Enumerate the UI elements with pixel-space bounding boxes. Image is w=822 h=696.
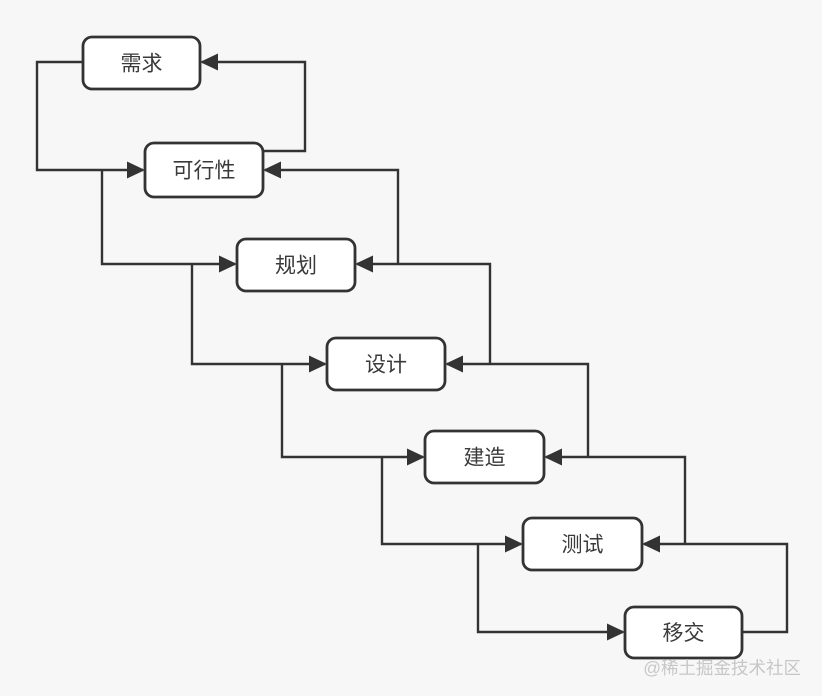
- node-planning-box: [235, 237, 357, 293]
- node-requirements: 需求: [81, 35, 202, 91]
- node-feasibility: 可行性: [143, 141, 265, 199]
- node-feasibility-label: 可行性: [173, 160, 236, 183]
- node-construction-box: [423, 429, 546, 485]
- edge-handover-back-to-testing: [642, 535, 789, 634]
- node-design: 设计: [325, 336, 447, 392]
- edge-design-to-construction: [280, 364, 425, 466]
- edge-requirements-to-feasibility: [35, 60, 145, 179]
- edge-testing-back-to-construction: [544, 448, 687, 544]
- node-requirements-label: 需求: [121, 53, 163, 76]
- node-handover-label: 移交: [663, 622, 705, 645]
- edge-testing-to-handover: [476, 544, 625, 641]
- node-planning: 规划: [235, 237, 357, 293]
- watermark: @稀土掘金技术社区: [643, 658, 801, 678]
- edge-planning-to-design: [190, 264, 327, 373]
- edge-feasibility-back-to-requirements: [200, 53, 307, 153]
- node-construction-label: 建造: [464, 447, 506, 470]
- node-planning-label: 规划: [275, 255, 317, 278]
- node-testing: 测试: [521, 516, 644, 572]
- node-testing-label: 测试: [562, 534, 604, 557]
- node-construction: 建造: [423, 429, 546, 485]
- node-design-box: [325, 336, 447, 392]
- node-feasibility-box: [143, 141, 265, 199]
- node-testing-box: [521, 516, 644, 572]
- node-handover: 移交: [623, 605, 744, 660]
- node-requirements-box: [81, 35, 202, 91]
- edge-planning-back-to-feasibility: [263, 161, 400, 264]
- edge-feasibility-to-planning: [100, 170, 237, 273]
- edge-construction-back-to-design: [445, 355, 590, 457]
- node-handover-box: [623, 605, 744, 660]
- edge-construction-to-testing: [380, 457, 523, 553]
- node-design-label: 设计: [365, 354, 407, 377]
- edge-design-back-to-planning: [355, 255, 492, 364]
